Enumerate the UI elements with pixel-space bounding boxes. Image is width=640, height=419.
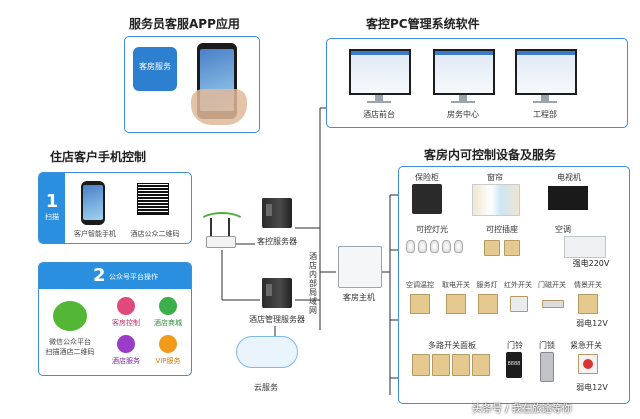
app-icon-label: 客房服务 [139,62,171,71]
socket-plate-1 [484,240,500,256]
pc-item-engineering: 工程部 [533,110,557,119]
staff-app-title: 服务员客服APP应用 [129,17,240,31]
guest-phone-caption: 客户智能手机 [74,230,116,238]
mgmt-server-label: 酒店管理服务器 [249,315,305,324]
service-hotel-service[interactable]: 酒店服务 [112,357,140,365]
room-service-app-icon: 客房服务 [133,47,177,91]
wifi-signal-icon [198,212,246,234]
multi-switch-panel-3 [452,354,470,376]
room-host-icon [338,246,382,288]
strong-power-label: 强电220V [572,259,610,268]
service-vip[interactable]: VIP服务 [155,357,181,365]
multi-switch-panel-4 [472,354,490,376]
watermark: 头条号 / 我在旅途等你 [472,404,572,415]
hotel-qr-code-icon [137,183,169,215]
room-devices-title: 客房内可控制设备及服务 [424,148,557,162]
bulb-icon-2 [418,240,427,253]
guest-mobile-title: 住店客户手机控制 [50,150,147,164]
step2-label: 公众号平台操作 [109,273,158,281]
hotel-service-icon[interactable] [117,335,135,353]
cloud-icon [236,336,298,368]
engineering-monitor [515,49,577,95]
row2-label-3: 红外开关 [504,281,532,289]
guest-step2-panel: 2 公众号平台操作 微信公众平台 扫描酒店二维码 客房控制 酒店商城 酒店服务 … [38,262,192,376]
step1-label: 扫描 [45,213,59,221]
safe-icon [412,184,442,214]
hand-holding-phone [191,89,247,125]
bulb-icon-5 [454,240,463,253]
control-server-icon [262,198,292,228]
device-lights-label: 可控灯光 [416,225,448,234]
bulb-icon-1 [406,240,415,253]
step1-number: 1 [45,191,59,212]
bulb-icon-4 [442,240,451,253]
tv-icon [548,186,588,210]
device-sockets-label: 可控插座 [486,225,518,234]
row2-label-1: 取电开关 [442,281,470,289]
step1-badge: 1 扫描 [39,173,65,243]
guest-step1-panel: 1 扫描 客户智能手机 酒店公众二维码 [38,172,192,244]
front-desk-monitor [349,49,411,95]
pc-mgmt-title: 客控PC管理系统软件 [366,17,480,31]
room-control-icon[interactable] [117,297,135,315]
multi-switch-panel-1 [412,354,430,376]
emergency-label: 紧急开关 [570,341,602,350]
service-hotel-mall[interactable]: 酒店商城 [154,319,182,327]
wifi-router-icon [206,236,236,248]
guest-smartphone [81,181,105,225]
thermostat-panel [410,294,430,314]
device-curtain-label: 窗帘 [487,173,503,182]
socket-plate-2 [504,240,520,256]
vip-service-icon[interactable] [159,335,177,353]
lan-line-label: 酒店内部局域网 [309,252,317,315]
doorbell-icon: 8888 [506,352,522,378]
device-tv-label: 电视机 [557,173,581,182]
row2-label-0: 空调温控 [406,281,434,289]
pc-mgmt-panel: 酒店前台 房务中心 工程部 [326,38,628,128]
service-room-control[interactable]: 客房控制 [112,319,140,327]
power-switch-panel [446,294,466,314]
emergency-switch-panel [578,354,598,374]
multi-panel-label: 多路开关面板 [428,341,476,350]
wechat-icon [53,301,87,331]
row2-label-2: 服务灯 [476,281,498,289]
cloud-label: 云服务 [254,383,278,392]
ac-icon [564,236,606,258]
doorbell-digits: 8888 [507,361,521,367]
service-light-panel [478,294,498,314]
multi-switch-panel-2 [432,354,450,376]
device-safe-label: 保险柜 [415,173,439,182]
row2-label-5: 情景开关 [574,281,602,289]
wechat-caption-2: 扫描酒店二维码 [45,348,95,356]
staff-app-panel: 客房服务 [124,36,260,133]
step2-header: 2 公众号平台操作 [39,263,191,289]
qr-caption: 酒店公众二维码 [130,230,180,238]
hotel-mall-icon[interactable] [159,297,177,315]
device-ac-label: 空调 [555,225,571,234]
pc-item-front-desk: 酒店前台 [363,110,395,119]
housekeeping-monitor [433,49,495,95]
control-server-label: 客控服务器 [257,237,297,246]
pc-item-housekeeping: 房务中心 [447,110,479,119]
doorlock-label: 门锁 [539,341,555,350]
mgmt-server-icon [262,278,292,308]
emergency-button-icon [583,359,593,369]
curtain-icon [472,184,520,216]
weak-power-label-1: 弱电12V [576,319,608,328]
doorlock-icon [540,352,554,382]
step2-number: 2 [93,265,106,286]
scene-switch-panel [578,294,598,314]
doorbell-label: 门铃 [507,341,523,350]
room-host-label: 客房主机 [343,293,375,302]
infrared-switch [510,296,528,312]
door-sensor [542,300,564,308]
bulb-icon-3 [430,240,439,253]
weak-power-label-2: 弱电12V [576,383,608,392]
wechat-caption: 微信公众平台 [49,338,91,346]
row2-label-4: 门磁开关 [538,281,566,289]
